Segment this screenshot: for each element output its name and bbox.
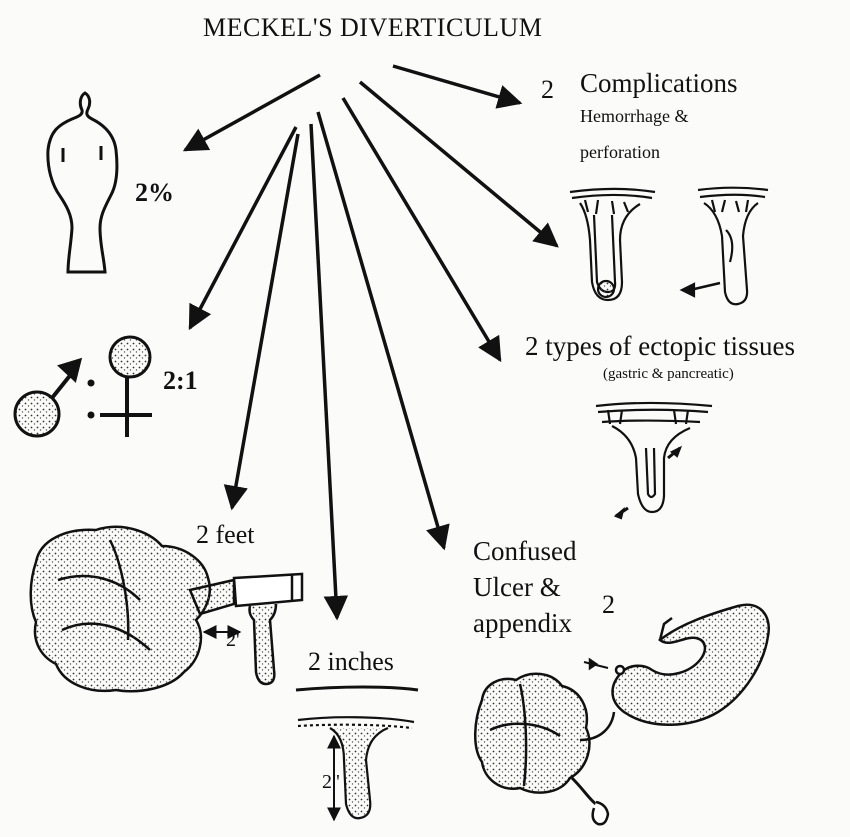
appendix-illustration: [475, 674, 614, 825]
ectopic-tissue-diverticulum-icon: [596, 403, 712, 518]
confused-with-label: Confused Ulcer & appendix: [473, 533, 577, 641]
female-symbol-icon: [100, 337, 152, 437]
length-label: 2 inches: [308, 649, 394, 675]
arrow-to-prevalence: [185, 75, 320, 150]
human-figure-icon: [48, 93, 117, 272]
complications-detail-line2: perforation: [580, 143, 660, 161]
distance-label: 2 feet: [196, 522, 254, 548]
arrow-to-confused: [318, 112, 444, 548]
diagram-title: MECKEL'S DIVERTICULUM: [203, 15, 542, 41]
arrow-to-ectopic: [343, 98, 500, 360]
arrow-to-length: [311, 124, 337, 618]
sex-ratio-label: 2:1: [163, 368, 198, 394]
arrow-to-bleeding-diagrams: [360, 82, 557, 246]
ratio-colon-dots: [88, 380, 95, 419]
ectopic-tissues-subtitle: (gastric & pancreatic): [603, 367, 734, 382]
perforation-diverticulum-icon: [682, 188, 768, 305]
hemorrhage-diverticulum-icon: [570, 189, 655, 300]
arrow-to-distance: [232, 134, 298, 508]
distance-marker-label: 2': [226, 630, 240, 650]
small-bowel-illustration: [31, 527, 302, 691]
complications-count: 2: [541, 77, 554, 103]
ectopic-tissues-title: 2 types of ectopic tissues: [525, 333, 795, 360]
prevalence-label: 2%: [135, 180, 174, 206]
complications-title: Complications: [580, 70, 738, 97]
arrow-to-complications: [393, 66, 520, 103]
complications-detail-line1: Hemorrhage &: [580, 107, 688, 125]
stomach-ulcer-illustration: [584, 605, 769, 725]
diverticulum-length-illustration: [296, 687, 418, 820]
confused-count: 2: [602, 592, 615, 618]
male-symbol-icon: [15, 360, 80, 436]
length-marker-label: 2": [322, 772, 340, 792]
